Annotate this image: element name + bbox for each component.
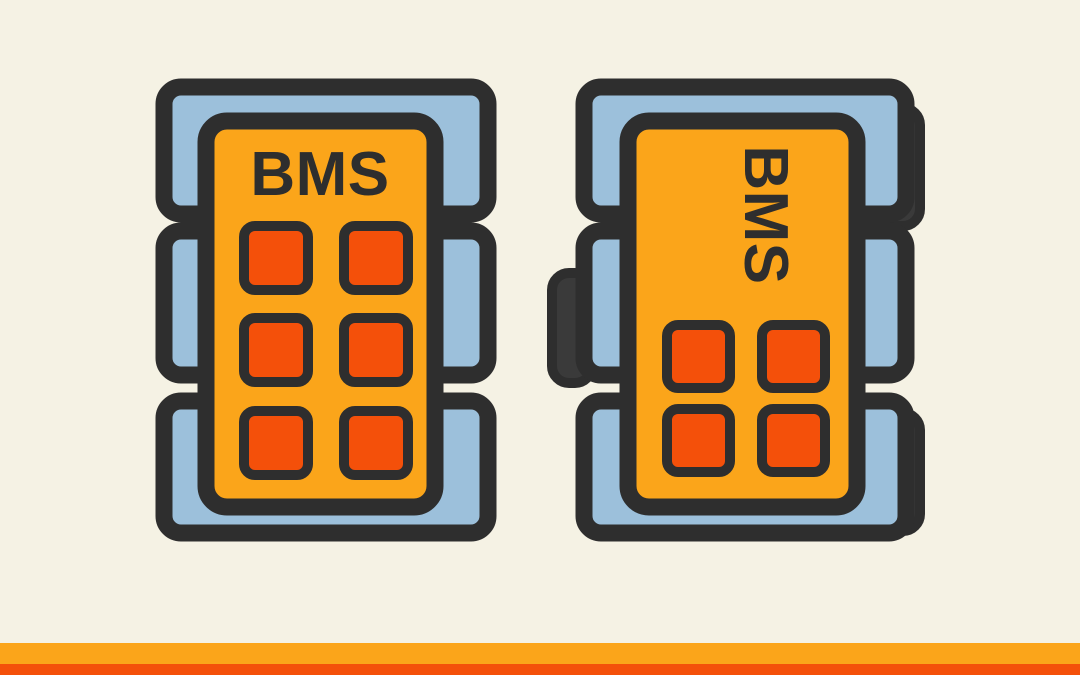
chip-grid-left	[239, 221, 413, 480]
footer-stripe-orange	[0, 643, 1080, 664]
chip-r1c1	[239, 221, 313, 295]
chip-r2c1	[662, 404, 735, 477]
chip-r1c2	[757, 320, 830, 393]
chip-r3c1	[239, 406, 313, 480]
chip-grid-right	[662, 320, 830, 477]
chip-r2c1	[239, 313, 313, 387]
bms-module-left: BMS	[155, 78, 497, 542]
bms-label-right: BMS	[731, 145, 800, 284]
bms-module-right: BMS	[547, 78, 925, 542]
footer-stripe-red-orange	[0, 664, 1080, 675]
bms-label-left: BMS	[250, 140, 389, 209]
chip-r2c2	[757, 404, 830, 477]
chip-r3c2	[339, 406, 413, 480]
chip-r2c2	[339, 313, 413, 387]
chip-r1c1	[662, 320, 735, 393]
chip-r1c2	[339, 221, 413, 295]
